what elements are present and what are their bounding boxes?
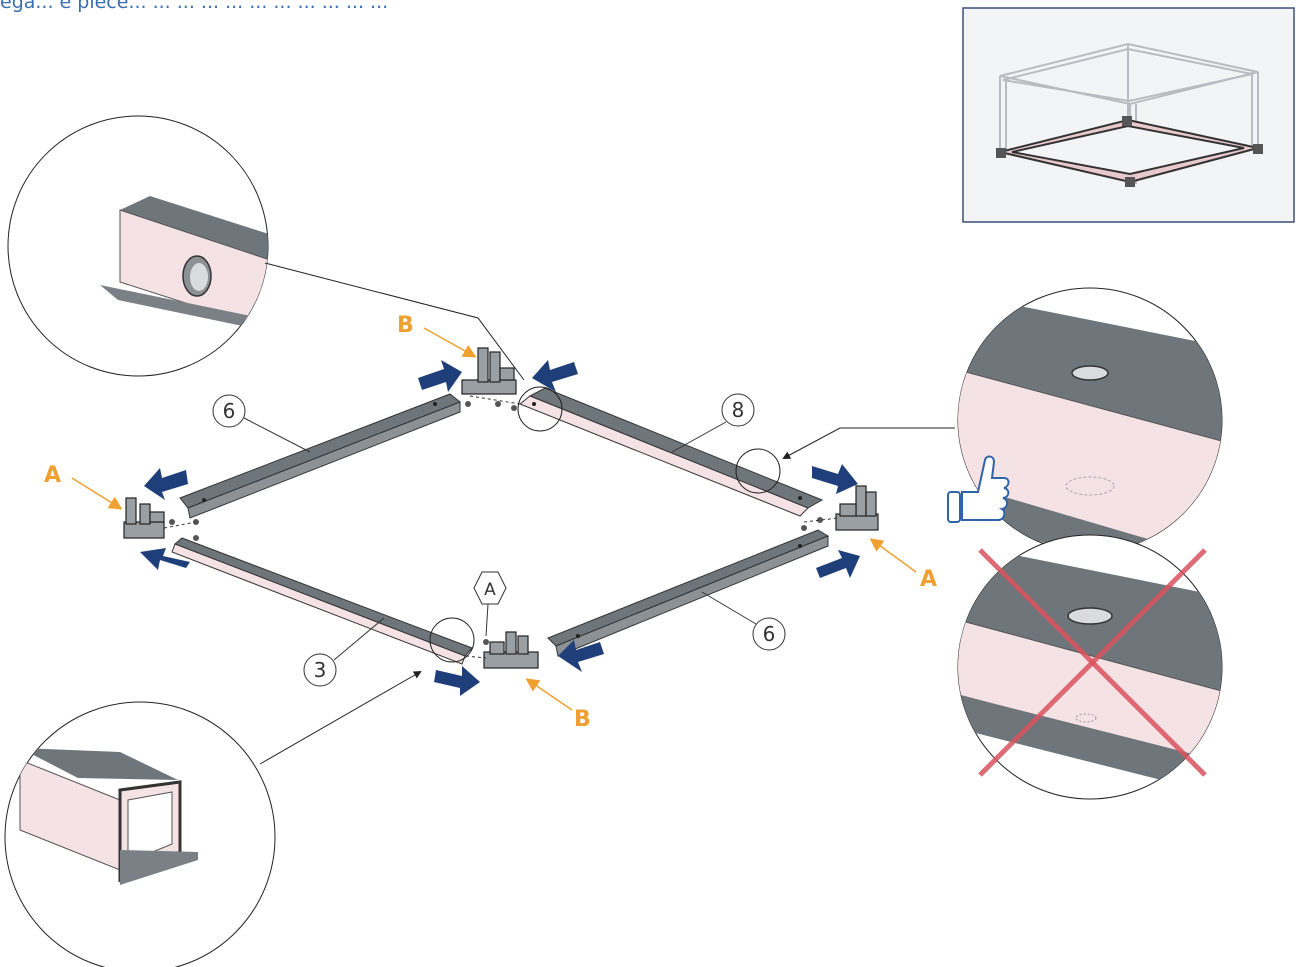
red-x-icon (978, 548, 1207, 777)
beam-8-right (519, 387, 824, 517)
marker-circle-bottom (429, 617, 475, 663)
beam-3-left (171, 537, 473, 665)
hex-marker-a: A (473, 571, 507, 637)
marker-circle-right (735, 448, 781, 494)
beam-6-bottom-right (547, 529, 830, 657)
corner-connector-top (461, 347, 517, 395)
part-number-6-right: 6 (701, 591, 786, 651)
preview-inset (962, 7, 1295, 223)
detail-circle-hole-side (7, 115, 269, 377)
marker-circle-top (517, 386, 563, 432)
header-caption: ega... e piece... ... ... ... ... ... ..… (0, 0, 389, 13)
svg-text:6: 6 (223, 399, 236, 423)
push-arrow-icon (140, 360, 860, 696)
corner-connector-left (123, 497, 165, 539)
part-number-3: 3 (303, 617, 385, 687)
detail-circle-profile-end (4, 701, 276, 967)
callout-a-right: A (869, 538, 937, 592)
svg-text:8: 8 (732, 398, 745, 422)
thumbs-up-icon (947, 455, 1010, 523)
alignment-lines (163, 395, 839, 659)
screws (169, 401, 823, 645)
svg-text:A: A (44, 463, 61, 488)
beam-6-left (179, 393, 461, 519)
callout-b-bottom: B (525, 678, 591, 732)
preview-base-frame (996, 116, 1263, 187)
svg-text:A: A (484, 580, 496, 600)
part-number-6-left: 6 (212, 394, 311, 453)
svg-text:3: 3 (314, 658, 327, 682)
callout-a-left: A (44, 463, 123, 510)
svg-text:A: A (920, 567, 937, 592)
corner-connector-bottom (483, 631, 539, 669)
svg-text:B: B (397, 313, 414, 338)
svg-text:B: B (574, 707, 591, 732)
callout-b-top: B (397, 313, 477, 358)
svg-text:6: 6 (763, 622, 776, 646)
corner-connector-right (835, 485, 879, 531)
part-number-8: 8 (671, 393, 755, 453)
